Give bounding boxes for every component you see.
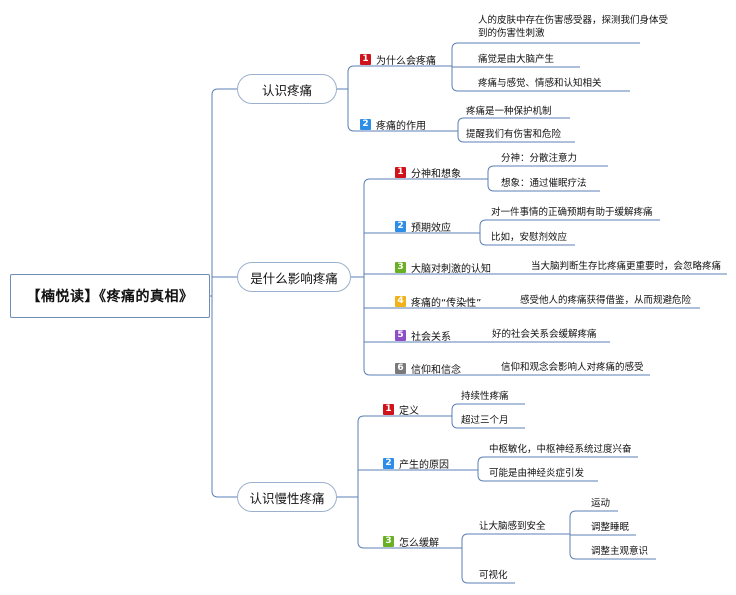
- leaf-feel-safe[interactable]: 让大脑感到安全: [479, 521, 546, 532]
- leaf-visualization[interactable]: 可视化: [479, 570, 508, 581]
- leaf-placebo[interactable]: 比如，安慰剂效应: [491, 232, 568, 243]
- leaf-brain-produces[interactable]: 痛觉是由大脑产生: [478, 54, 555, 65]
- number-badge: 5: [395, 329, 406, 341]
- subtopic-belief[interactable]: 6 信仰和信念: [395, 360, 461, 376]
- leaf-belief-effect[interactable]: 信仰和观念会影响人对疼痛的感受: [501, 362, 644, 373]
- subtopic-distraction[interactable]: 1 分神和想象: [395, 164, 461, 180]
- number-badge: 1: [383, 403, 394, 415]
- subtopic-label: 预期效应: [411, 222, 451, 234]
- number-badge: 1: [395, 166, 406, 178]
- branch-chronic-pain[interactable]: 认识慢性疼痛: [237, 482, 337, 512]
- root-topic[interactable]: 【楠悦读】《疼痛的真相》: [10, 274, 210, 318]
- number-badge: 2: [360, 118, 371, 130]
- subtopic-causes[interactable]: 2 产生的原因: [383, 455, 449, 471]
- leaf-hypnosis[interactable]: 想象：通过催眠疗法: [501, 178, 587, 189]
- leaf-central-sensitization[interactable]: 中枢敏化，中枢神经系统过度兴奋: [489, 444, 632, 455]
- subtopic-label: 大脑对刺激的认知: [411, 263, 491, 275]
- subtopic-social[interactable]: 5 社会关系: [395, 327, 451, 343]
- subtopic-label: 为什么会疼痛: [376, 55, 436, 67]
- leaf-nociceptors[interactable]: 人的皮肤中存在伤害感受器，探测我们身体受到的伤害性刺激: [478, 15, 669, 39]
- branch-understand-pain[interactable]: 认识疼痛: [237, 74, 337, 104]
- leaf-protection[interactable]: 疼痛是一种保护机制: [466, 106, 552, 117]
- subtopic-label: 怎么缓解: [399, 537, 439, 549]
- leaf-exercise[interactable]: 运动: [591, 498, 611, 509]
- subtopic-label: 疼痛的“传染性”: [411, 297, 482, 309]
- number-badge: 2: [383, 457, 394, 469]
- leaf-three-months[interactable]: 超过三个月: [461, 415, 509, 426]
- leaf-social-relief[interactable]: 好的社会关系会缓解疼痛: [492, 329, 597, 340]
- subtopic-why-pain[interactable]: 1 为什么会疼痛: [360, 51, 436, 67]
- number-badge: 3: [395, 261, 406, 273]
- leaf-persistent[interactable]: 持续性疼痛: [461, 391, 509, 402]
- leaf-distract[interactable]: 分神：分散注意力: [501, 153, 578, 164]
- subtopic-pain-function[interactable]: 2 疼痛的作用: [360, 116, 426, 132]
- number-badge: 3: [383, 535, 394, 547]
- subtopic-brain-cognition[interactable]: 3 大脑对刺激的认知: [395, 259, 491, 275]
- leaf-emotion-cognition[interactable]: 疼痛与感觉、情感和认知相关: [478, 78, 602, 89]
- leaf-expectation[interactable]: 对一件事情的正确预期有助于缓解疼痛: [491, 207, 653, 218]
- subtopic-label: 社会关系: [411, 331, 451, 343]
- subtopic-relief[interactable]: 3 怎么缓解: [383, 533, 439, 549]
- subtopic-expectation[interactable]: 2 预期效应: [395, 218, 451, 234]
- leaf-empathy[interactable]: 感受他人的疼痛获得借鉴，从而规避危险: [520, 295, 692, 306]
- subtopic-label: 定义: [399, 405, 419, 417]
- subtopic-label: 产生的原因: [399, 459, 449, 471]
- subtopic-label: 信仰和信念: [411, 364, 461, 376]
- leaf-survival[interactable]: 当大脑判断生存比疼痛更重要时，会忽略疼痛: [531, 261, 722, 272]
- number-badge: 6: [395, 362, 406, 374]
- subtopic-label: 疼痛的作用: [376, 120, 426, 132]
- subtopic-label: 分神和想象: [411, 168, 461, 180]
- leaf-neuroinflammation[interactable]: 可能是由神经炎症引发: [489, 468, 585, 479]
- branch-pain-factors[interactable]: 是什么影响疼痛: [237, 262, 351, 292]
- number-badge: 4: [395, 295, 406, 307]
- number-badge: 1: [360, 53, 371, 65]
- leaf-mindset[interactable]: 调整主观意识: [591, 546, 649, 557]
- number-badge: 2: [395, 220, 406, 232]
- subtopic-definition[interactable]: 1 定义: [383, 401, 419, 417]
- subtopic-contagion[interactable]: 4 疼痛的“传染性”: [395, 293, 481, 309]
- leaf-sleep[interactable]: 调整睡眠: [591, 522, 630, 533]
- leaf-danger-warning[interactable]: 提醒我们有伤害和危险: [466, 129, 562, 140]
